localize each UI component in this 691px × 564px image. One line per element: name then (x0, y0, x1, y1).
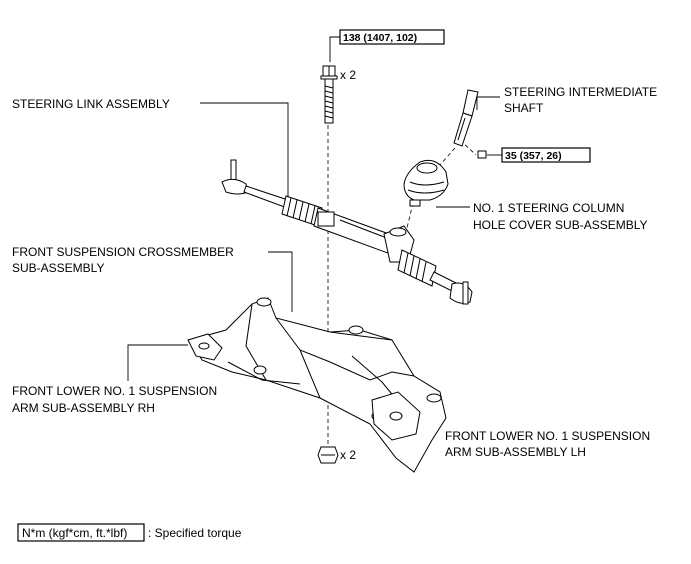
label-crossmember-line1: FRONT SUSPENSION CROSSMEMBER (12, 245, 234, 259)
label-steering-intermediate-shaft-line2: SHAFT (504, 101, 544, 115)
torque-spec-bolt: 138 (1407, 102) (339, 29, 445, 45)
lower-arm-rh-icon (187, 333, 223, 361)
torque-value-shaft: 35 (357, 26) (505, 150, 562, 162)
label-hole-cover-line2: HOLE COVER SUB-ASSEMBLY (473, 218, 648, 232)
upper-bolt-quantity: x 2 (340, 68, 356, 82)
label-crossmember-line2: SUB-ASSEMBLY (12, 261, 104, 275)
lower-nut-quantity: x 2 (340, 448, 356, 462)
label-steering-intermediate-shaft-line1: STEERING INTERMEDIATE (504, 85, 657, 99)
label-lower-arm-lh-line1: FRONT LOWER NO. 1 SUSPENSION (445, 429, 650, 443)
lower-nut-icon (317, 446, 339, 464)
label-lower-arm-rh-line1: FRONT LOWER NO. 1 SUSPENSION (12, 384, 217, 398)
small-bolt-icon (477, 150, 487, 159)
label-lower-arm-lh-line2: ARM SUB-ASSEMBLY LH (445, 445, 586, 459)
steering-intermediate-shaft-icon (453, 89, 479, 147)
legend-unit-text: N*m (kgf*cm, ft.*lbf) (22, 526, 127, 540)
legend: N*m (kgf*cm, ft.*lbf) : Specified torque (17, 523, 242, 542)
legend-unit-box (17, 523, 145, 542)
steering-link-assembly-icon (221, 159, 473, 305)
label-steering-link-assembly: STEERING LINK ASSEMBLY (12, 97, 170, 111)
upper-bolt-icon (320, 65, 338, 124)
crossmember-icon (189, 297, 447, 473)
torque-spec-shaft: 35 (357, 26) (501, 147, 591, 163)
hole-cover-icon (403, 159, 449, 207)
legend-description: : Specified torque (148, 526, 242, 540)
torque-value-bolt: 138 (1407, 102) (343, 32, 417, 44)
label-lower-arm-rh-line2: ARM SUB-ASSEMBLY RH (12, 401, 155, 415)
lower-arm-lh-icon (371, 391, 421, 441)
label-hole-cover-line1: NO. 1 STEERING COLUMN (473, 201, 624, 215)
